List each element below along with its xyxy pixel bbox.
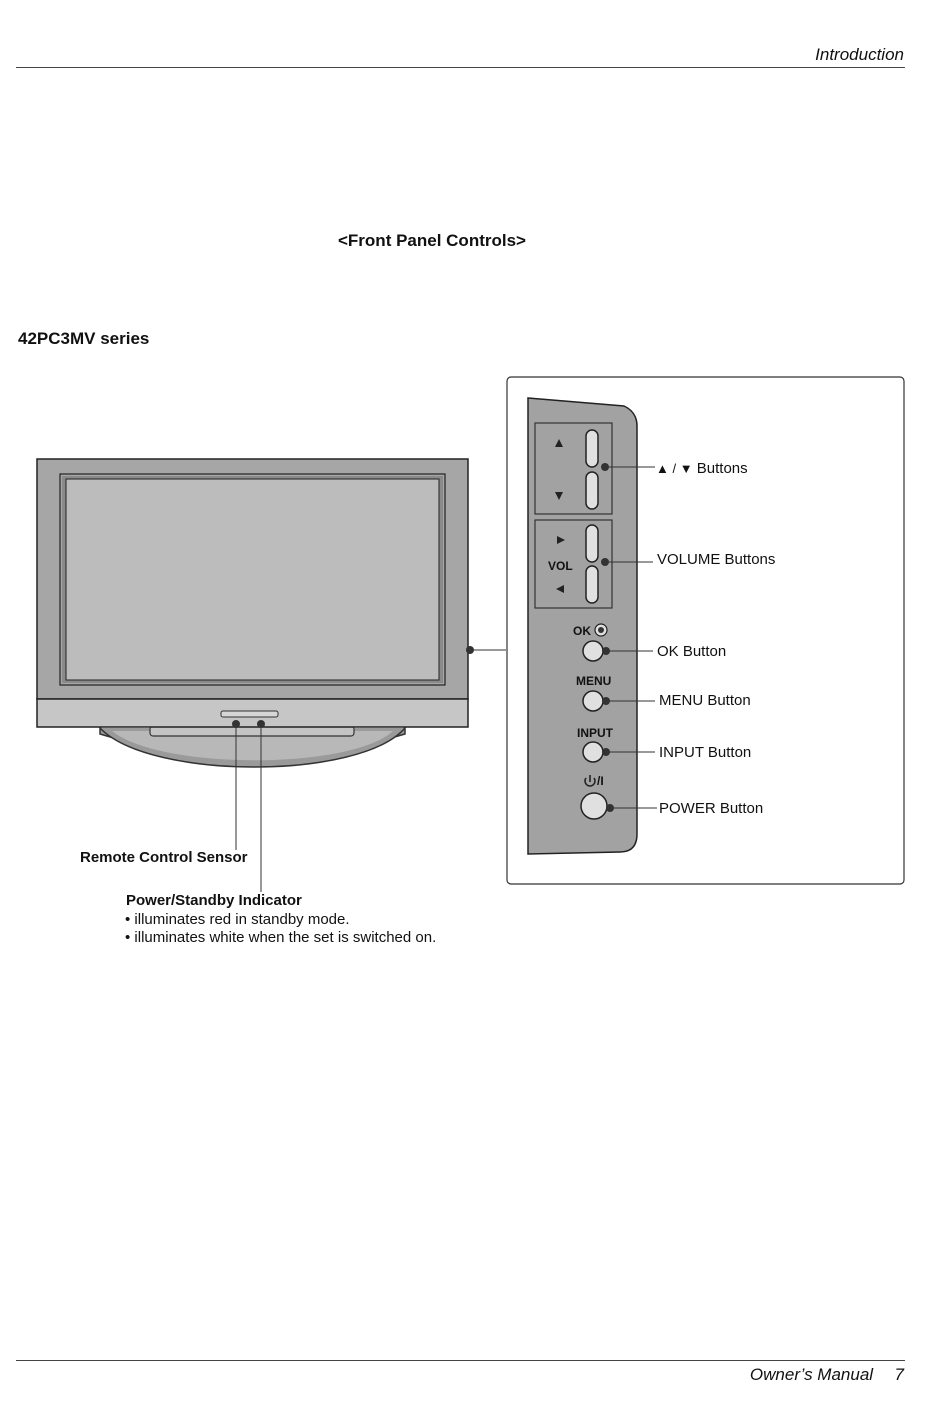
input-label: INPUT: [577, 726, 613, 740]
power-label: /I: [597, 774, 604, 788]
input-button: [582, 741, 604, 763]
series-title: 42PC3MV series: [18, 329, 150, 348]
power-icon: [584, 775, 596, 787]
vol-label: VOL: [548, 559, 573, 573]
power-indicator-label: Power/Standby Indicator: [126, 892, 302, 909]
footer: Owner’s Manual 7: [750, 1365, 904, 1385]
tv-screen: [65, 478, 440, 681]
indicator-note-1: • illuminates red in standby mode.: [125, 911, 350, 928]
page-title: <Front Panel Controls>: [338, 231, 526, 250]
menu-label: MENU: [576, 674, 612, 688]
up-triangle-icon: ▲: [656, 461, 669, 476]
callout-ok: OK Button: [657, 643, 727, 660]
ok-button: [582, 640, 604, 662]
ok-label: OK: [573, 624, 591, 638]
callout-volume: VOLUME Buttons: [657, 551, 776, 568]
menu-button: [582, 690, 604, 712]
callout-updown-text: Buttons: [696, 460, 748, 477]
callout-updown: ▲ / ▼ Buttons: [656, 460, 748, 477]
remote-sensor-label: Remote Control Sensor: [80, 849, 248, 866]
callout-menu: MENU Button: [659, 692, 751, 709]
power-button: [580, 792, 608, 820]
down-button: [585, 471, 599, 510]
section-title: Introduction: [815, 45, 904, 64]
volume-up-button: [585, 524, 599, 563]
footer-manual: Owner’s Manual: [749, 1365, 874, 1384]
page-number: 7: [894, 1365, 904, 1384]
callout-input: INPUT Button: [659, 744, 752, 761]
callout-power: POWER Button: [659, 800, 764, 817]
header-rule: [16, 67, 905, 68]
up-button: [585, 429, 599, 468]
volume-down-button: [585, 565, 599, 604]
indicator-note-2: • illuminates white when the set is swit…: [125, 929, 437, 946]
footer-rule: [16, 1360, 905, 1361]
down-triangle-icon: ▼: [679, 461, 693, 476]
